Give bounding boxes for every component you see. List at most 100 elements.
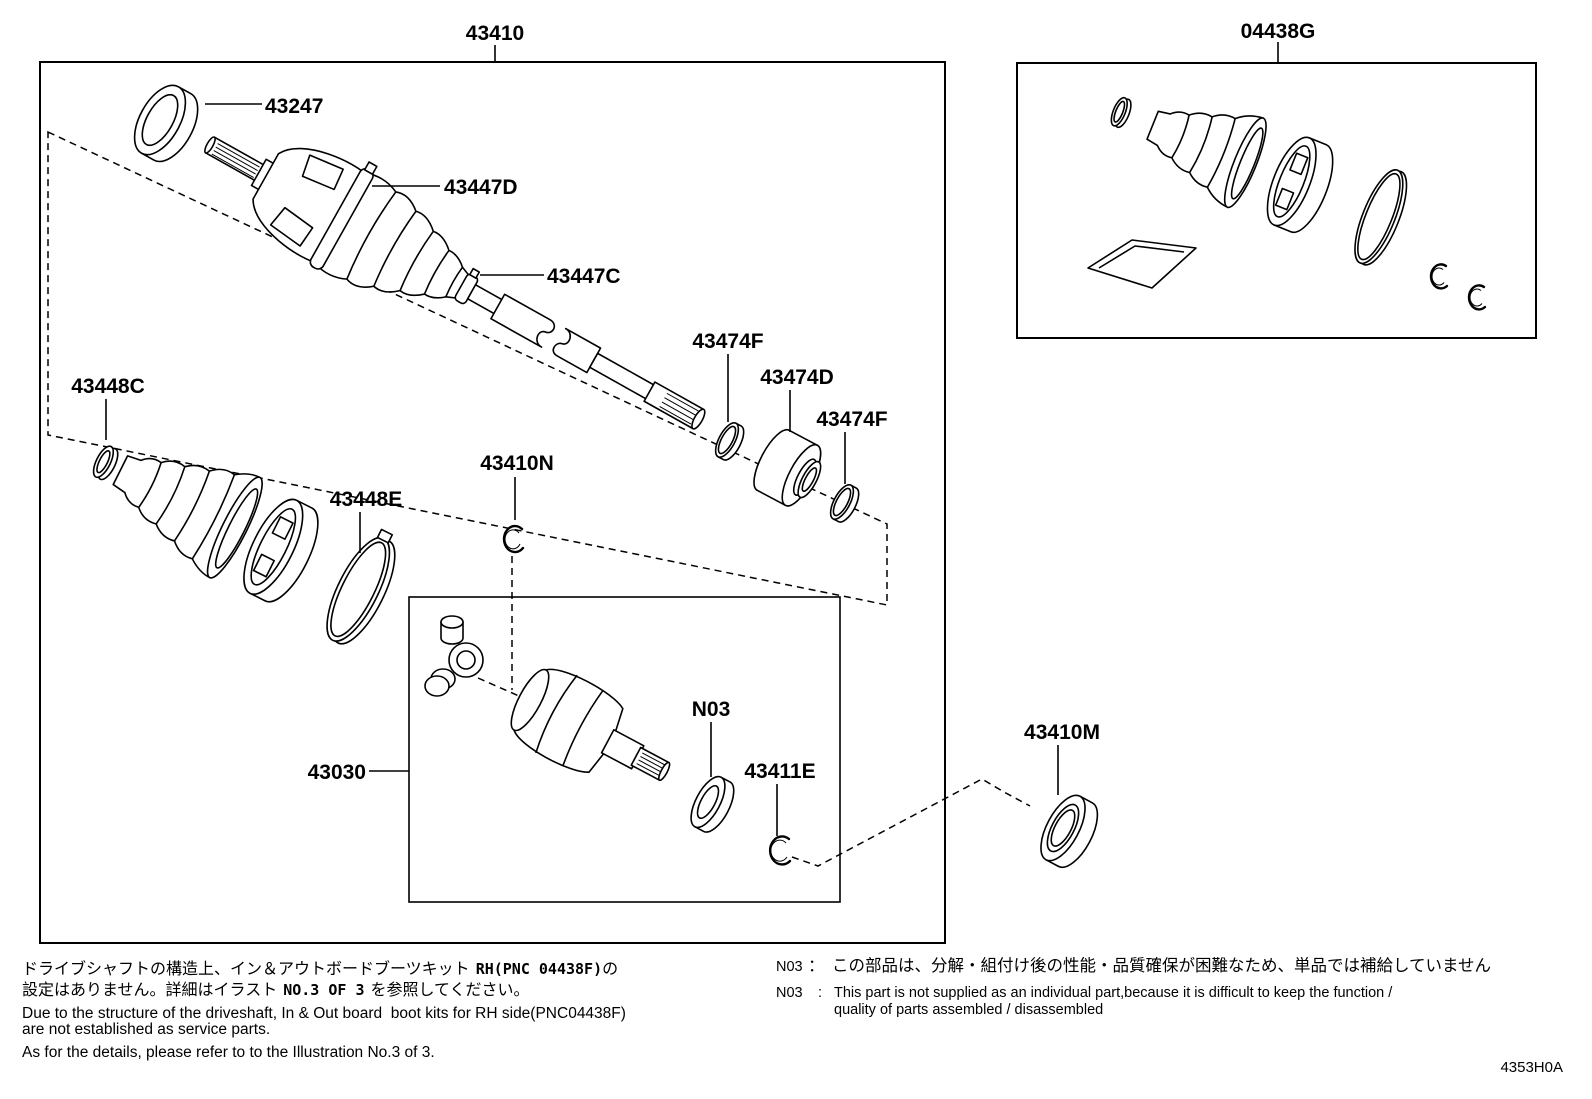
note-text: を参照してください。: [370, 980, 529, 999]
ring-bore: [832, 487, 852, 517]
dashed-link-tripod: [477, 677, 529, 701]
tripod-roller-left: [424, 675, 450, 697]
callout-43030: 43030: [308, 761, 366, 784]
illustration-code: 4353H0A: [1500, 1059, 1563, 1076]
ring-bore: [141, 93, 179, 147]
snap-ring-43410N-inner: [504, 529, 521, 550]
spline-teeth: [659, 392, 699, 425]
seal-N03: [690, 775, 735, 833]
damper-boss: [797, 460, 822, 499]
clamp-43448C-bore: [96, 450, 111, 474]
shaft-section-break: [552, 327, 602, 374]
note-text-pnc: RH(PNC 04438F): [476, 960, 602, 978]
tripod-hub-bore: [456, 650, 476, 670]
callout-43447D: 43447D: [444, 176, 518, 199]
ring-windows: [252, 516, 294, 578]
inboard-joint-housing: [510, 668, 671, 782]
callout-43474F-left: 43474F: [692, 330, 763, 353]
callout-43448C: 43448C: [71, 375, 145, 398]
callout-N03: N03: [692, 698, 731, 721]
callout-43410M: 43410M: [1024, 721, 1100, 744]
boot-opening: [206, 476, 263, 579]
boot-kit-group: [1110, 96, 1408, 266]
ring-43247: [133, 84, 199, 163]
dashed-link-43410M: [791, 778, 1031, 867]
kit-clamp-small-bore: [1113, 100, 1126, 123]
kit-ring-bore: [1272, 145, 1311, 218]
spline-teeth: [636, 752, 666, 777]
kit-boot-opening: [1223, 117, 1267, 209]
ring-43474F-right: [829, 484, 860, 523]
callout-43410N: 43410N: [480, 452, 554, 475]
damper-43474D: [753, 428, 822, 507]
callout-43411E: 43411E: [744, 760, 815, 783]
shaft-section-break: [490, 293, 556, 348]
callout-43474D: 43474D: [760, 366, 834, 389]
tripod-joint: [424, 615, 484, 697]
kit-snap-ring: [1429, 263, 1449, 290]
housing-window: [301, 154, 344, 191]
snap-ring-43410N: [502, 524, 525, 554]
kit-04438G-frame: [1016, 62, 1537, 339]
callout-43247: 43247: [265, 95, 323, 118]
boot-ridges: [138, 462, 236, 560]
kit-snap-ring-inner: [1469, 288, 1483, 307]
kit-clamp-large: [1354, 169, 1404, 265]
snap-ring-43411E: [768, 835, 792, 866]
note-right-jp-text: この部品は、分解・組付け後の性能・品質確保が困難なため、単品では補給していません: [832, 956, 1491, 975]
bearing-bore: [1050, 809, 1076, 847]
housing-lobes: [535, 674, 604, 767]
spline-teeth: [211, 143, 260, 178]
snap-ring-43411E-inner: [770, 839, 788, 862]
housing-opening: [510, 668, 550, 732]
dashed-group-outline: [47, 130, 888, 606]
kit-ring: [1266, 136, 1317, 227]
seal-bore: [696, 784, 720, 820]
note-text: 設定はありません。詳細はイラスト: [22, 980, 277, 999]
note-left-en-line1: Due to the structure of the driveshaft, …: [22, 1005, 626, 1022]
callout-04438G: 04438G: [1241, 20, 1316, 43]
note-text: の: [602, 959, 618, 978]
tripod-roller-top-face: [440, 615, 464, 629]
inboard-housing-ring-bore: [250, 507, 297, 586]
callout-43474F-right: 43474F: [816, 408, 887, 431]
note-right-en-colon: :: [818, 985, 822, 1001]
bearing-43410M: [1040, 794, 1099, 869]
kit-boot-opening-inner: [1230, 127, 1264, 200]
boot-ridges: [346, 191, 464, 298]
spline-end: [658, 761, 671, 782]
note-text: ドライブシャフトの構造上、イン＆アウトボードブーツキット: [22, 959, 470, 978]
tripod-hub: [448, 642, 484, 678]
callout-43448E: 43448E: [330, 488, 402, 511]
clamp-43448E-inner: [330, 541, 387, 638]
damper-bore: [801, 467, 818, 492]
kit-clamp-large-inner: [1357, 172, 1401, 261]
note-right-jp-colon: ：: [808, 956, 825, 975]
grease-packet-seam: [1098, 245, 1185, 269]
ring-43474F-left: [714, 422, 745, 461]
kit-snap-ring: [1467, 284, 1487, 311]
note-right-en-code: N03: [776, 985, 803, 1001]
clamp-43447C-buckle: [468, 267, 481, 279]
kit-clamp-small: [1110, 96, 1128, 127]
bearing-inner-race: [1046, 803, 1080, 853]
note-left-jp-line1: ドライブシャフトの構造上、イン＆アウトボードブーツキット RH(PNC 04438…: [22, 959, 618, 978]
clamp-43448E-buckle: [376, 528, 394, 544]
spline-end: [204, 136, 216, 154]
housing-window: [269, 206, 314, 247]
note-left-en-line3: As for the details, please refer to to t…: [22, 1044, 435, 1061]
ring-bore: [717, 425, 737, 455]
inboard-housing-ring: [243, 498, 304, 595]
clamp-43448C: [92, 445, 115, 479]
boot-opening-inner: [214, 488, 259, 569]
shaft-section: [588, 352, 656, 401]
note-right-en-text2: quality of parts assembled / disassemble…: [834, 1002, 1103, 1018]
note-right-jp-code: N03: [776, 959, 803, 975]
callout-43410: 43410: [466, 22, 524, 45]
joint-43030-frame: [408, 596, 841, 903]
callout-43447C: 43447C: [547, 265, 621, 288]
clamp-43447D-buckle: [363, 161, 378, 176]
note-right-en-text1: This part is not supplied as an individu…: [834, 985, 1393, 1001]
